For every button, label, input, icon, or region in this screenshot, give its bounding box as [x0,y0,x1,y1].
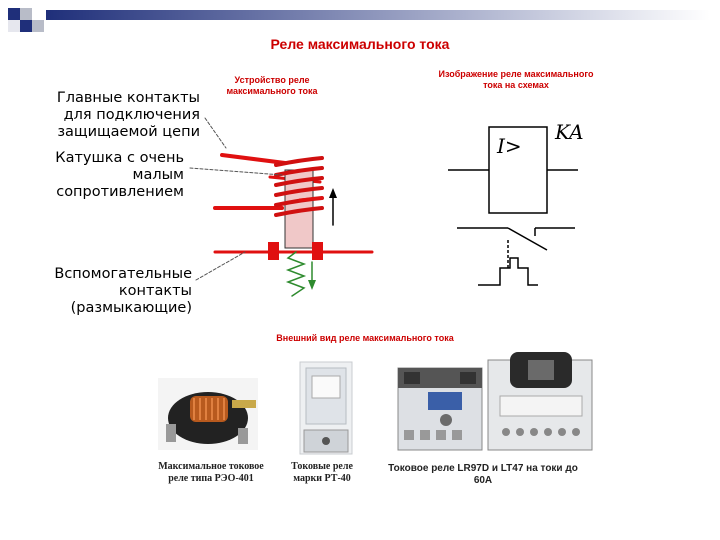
device-caption: Устройство реле максимального тока [226,75,318,96]
schematic-symbol-text: I> [497,134,522,158]
relay-schematic-symbol [448,126,578,286]
callout-aux-contacts: Вспомогательные контакты (размыкающие) [54,266,192,316]
schematic-caption: Изображение реле максимального тока на с… [438,69,594,90]
photo-reo-401 [158,378,258,450]
schematic-designation: KA [555,120,584,144]
slide-title: Реле максимального тока [270,36,450,52]
photo-caption-reo-401: Максимальное токовое реле типа РЭО-401 [158,461,264,484]
photo-rt-40 [299,361,353,455]
photo-caption-rt-40: Токовые реле марки РТ-40 [291,461,353,484]
photo-lr97d-lt47 [397,352,593,451]
callout-coil: Катушка с очень малым сопротивлением [55,150,184,200]
header-gradient-strip [46,10,710,20]
corner-squares [8,8,44,32]
callout-main-contacts: Главные контакты для подключения защищае… [56,90,200,140]
relay-device-diagram [189,117,374,297]
photo-caption-lr97d-lt47: Токовое реле LR97D и LT47 на токи до 60A [388,463,578,486]
exterior-caption: Внешний вид реле максимального тока [276,333,454,343]
